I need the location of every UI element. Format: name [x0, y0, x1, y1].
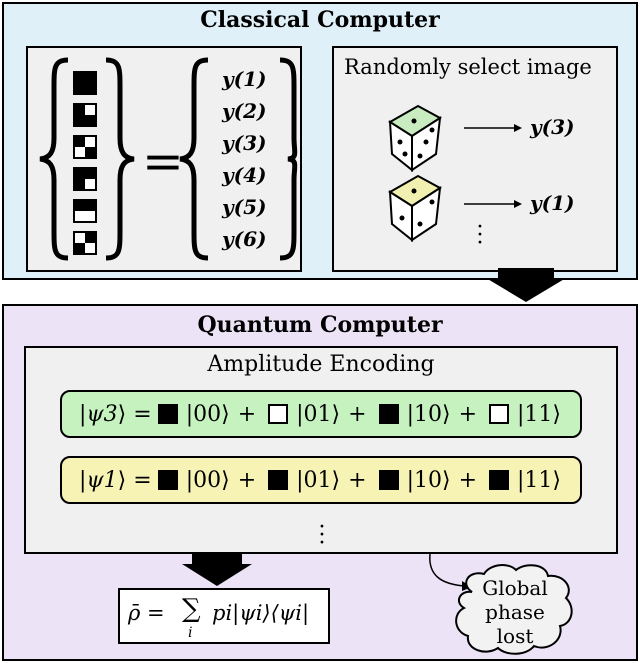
image-label: y(4)	[222, 163, 267, 187]
amplitude-square	[489, 404, 509, 424]
image-6	[73, 231, 97, 255]
sample-result: y(3)	[530, 115, 575, 139]
labels-right-brace	[279, 57, 298, 261]
amplitude-square	[378, 404, 399, 424]
more-samples-dots: ···	[476, 215, 484, 256]
die-2	[388, 174, 442, 243]
state-box: |ψ1⟩ =|00⟩+|01⟩+|10⟩+|11⟩	[60, 456, 582, 504]
state-ket: ψ3	[86, 401, 118, 427]
quantum-computer-title: Quantum Computer	[197, 312, 443, 338]
basis-ket: |00⟩	[185, 467, 230, 493]
image-label: y(5)	[222, 195, 267, 219]
die-1	[388, 104, 442, 173]
amplitude-encoding-panel: Amplitude Encoding |ψ3⟩ =|00⟩+|01⟩+|10⟩+…	[24, 346, 618, 556]
quantum-computer-section: Quantum Computer Amplitude Encoding |ψ3⟩…	[2, 304, 638, 661]
image-2	[73, 103, 97, 127]
basis-ket: |11⟩	[517, 467, 561, 493]
basis-ket: |11⟩	[517, 401, 561, 427]
labels-left-brace	[179, 57, 209, 261]
image-3	[73, 135, 97, 159]
global-phase-note: Global phase lost	[450, 576, 580, 648]
classical-computer-section: Classical Computer = y(1) y(2) y(3) y(4) y(5…	[2, 2, 638, 280]
amplitude-square	[268, 470, 289, 490]
image-set-panel: = y(1) y(2) y(3) y(4) y(5) y(6)	[26, 46, 302, 272]
image-1	[73, 71, 97, 95]
density-lhs: ρ̄ =	[128, 601, 165, 625]
right-brace	[105, 57, 135, 261]
image-label: y(6)	[222, 227, 267, 251]
global-phase-cloud	[455, 564, 573, 655]
density-rhs: pi|ψi⟩⟨ψi|	[212, 601, 310, 625]
image-4	[73, 167, 97, 191]
dice-drawing	[388, 104, 522, 243]
encoding-to-density-arrow	[182, 554, 252, 586]
density-sum-index: i	[188, 625, 193, 641]
equals-sign: =	[142, 132, 184, 190]
basis-ket: |10⟩	[406, 467, 451, 493]
amplitude-square	[157, 404, 178, 424]
image-set-drawing: =	[39, 57, 298, 261]
sample-result: y(1)	[530, 191, 575, 215]
image-5	[73, 199, 97, 223]
image-label: y(3)	[222, 131, 267, 155]
random-select-title: Randomly select image	[344, 55, 592, 79]
basis-ket: |01⟩	[296, 401, 341, 427]
amplitude-encoding-title: Amplitude Encoding	[207, 352, 435, 377]
left-brace	[39, 57, 69, 261]
amplitude-square	[378, 470, 399, 490]
state-ket: ψ1	[86, 467, 118, 493]
note-line-1: Global	[482, 576, 548, 600]
basis-ket: |01⟩	[296, 467, 341, 493]
density-matrix-box: ρ̄ = ∑ i pi|ψi⟩⟨ψi|	[118, 588, 330, 644]
classical-to-quantum-arrow	[486, 268, 566, 302]
amplitude-square	[268, 404, 289, 424]
image-label: y(1)	[222, 67, 267, 91]
note-line-2: phase	[485, 600, 545, 624]
note-line-3: lost	[496, 624, 534, 648]
image-label: y(2)	[222, 99, 267, 123]
basis-ket: |00⟩	[185, 401, 230, 427]
more-states-dots: ···	[318, 515, 326, 556]
state-box: |ψ3⟩ =|00⟩+|01⟩+|10⟩+|11⟩	[60, 390, 582, 438]
basis-ket: |10⟩	[406, 401, 451, 427]
density-sum-symbol: ∑	[182, 594, 201, 624]
classical-computer-title: Classical Computer	[200, 7, 440, 33]
amplitude-square	[157, 470, 178, 490]
amplitude-square	[489, 470, 509, 490]
random-select-panel: Randomly select image	[332, 46, 618, 272]
